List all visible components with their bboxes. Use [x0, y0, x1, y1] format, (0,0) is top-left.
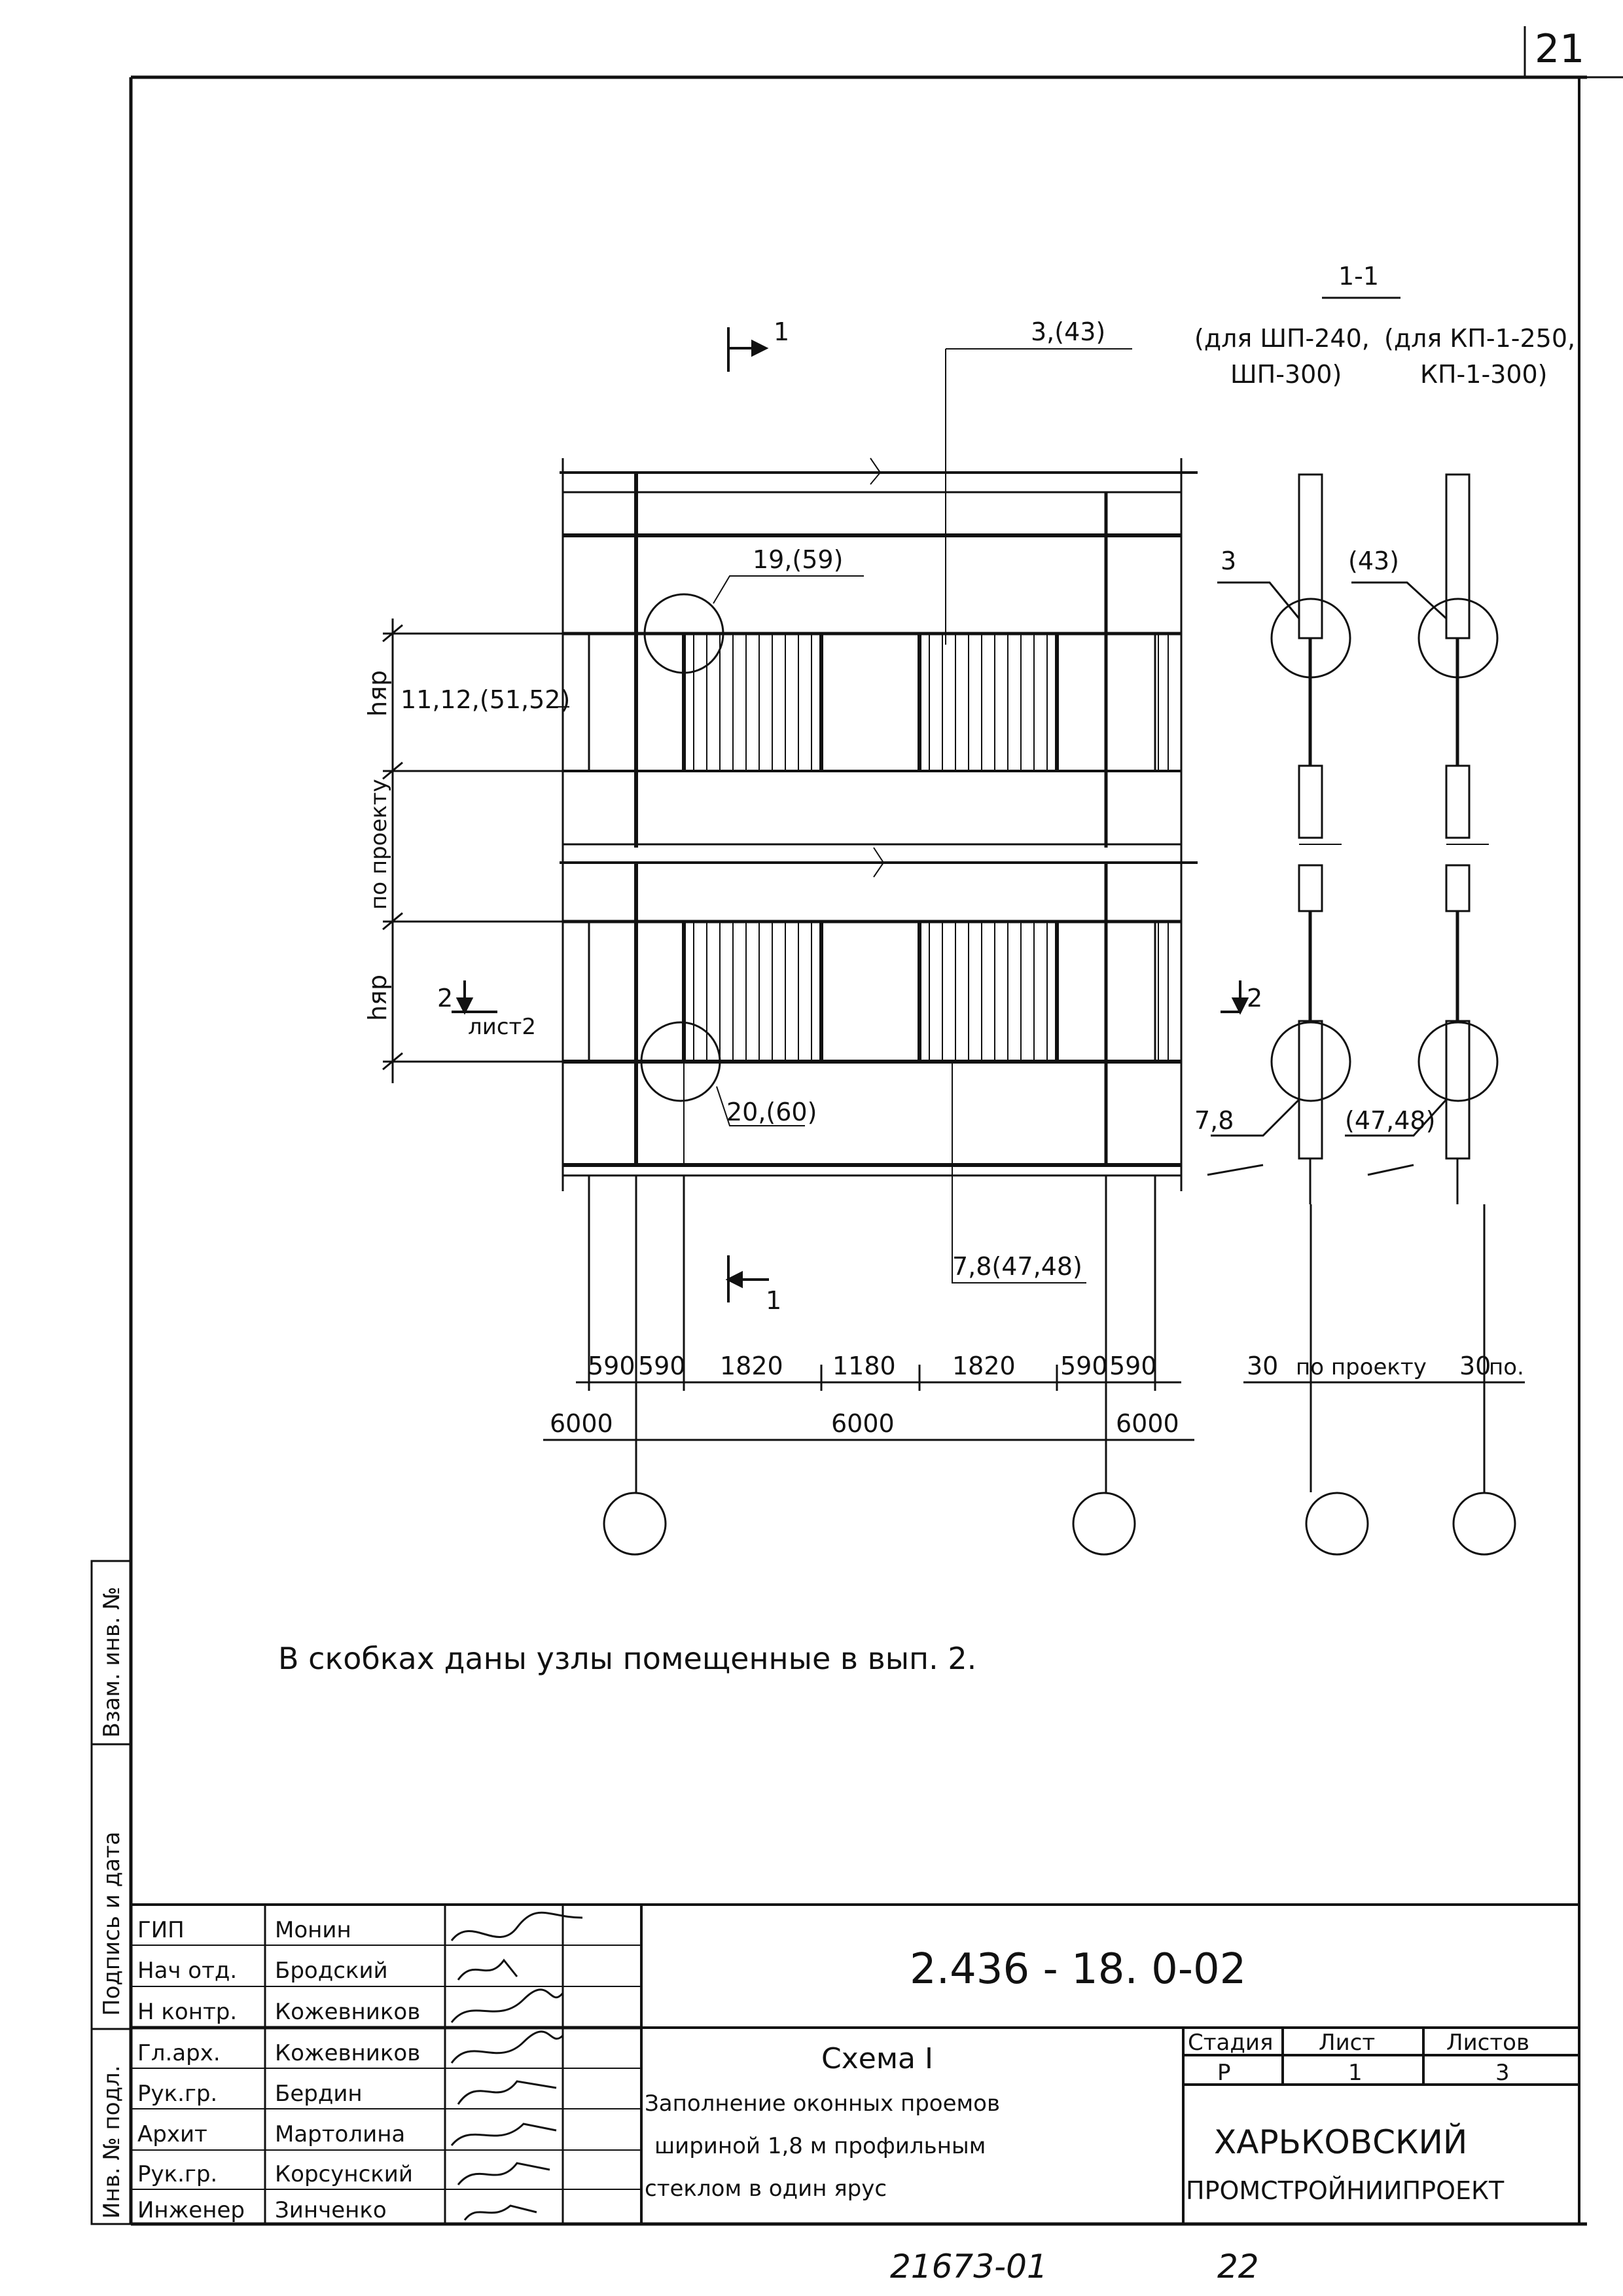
dim-590-1: 590 [588, 1352, 635, 1380]
section-marker-bottom [725, 1255, 769, 1302]
doc-code: 2.436 - 18. 0-02 [910, 1945, 1246, 1994]
staff-role: Архит [137, 2121, 207, 2147]
bottom-code: 21673-01 [890, 2248, 1048, 2286]
org-line2: ПРОМСТРОЙНИИПРОЕКТ [1186, 2176, 1505, 2205]
corner-sheet-number: 21 [1535, 26, 1584, 72]
label-2-list: 2 [437, 984, 453, 1013]
sidebar-podpis: Подпись и дата [99, 1831, 125, 2016]
dim-po: по. [1489, 1354, 1524, 1380]
dim-6000-mid: 6000 [831, 1409, 895, 1438]
leader-lines [553, 348, 1132, 1283]
dim-30-a: 30 [1247, 1352, 1278, 1380]
note-sp-line2: ШП-300) [1230, 360, 1342, 389]
callout-43: (43) [1348, 547, 1399, 575]
callout-7-8-47-48: 7,8(47,48) [952, 1252, 1082, 1281]
callout-19-59: 19,(59) [753, 545, 843, 574]
callout-3-43: 3,(43) [1031, 317, 1105, 346]
dim-6000-right: 6000 [1116, 1409, 1179, 1438]
callout-20-60: 20,(60) [726, 1098, 817, 1126]
sidebar-stamps [90, 1560, 132, 2225]
stage-header: Стадия [1188, 2030, 1273, 2056]
staff-name: Кожевников [275, 2040, 420, 2066]
elevation-grid [560, 457, 1198, 1191]
staff-name: Монин [275, 1917, 351, 1943]
callout-7-8: 7,8 [1194, 1106, 1234, 1135]
axis-bubbles [603, 1492, 1516, 1556]
desc-line1: Заполнение оконных проемов [645, 2090, 1000, 2117]
callout-3: 3 [1221, 547, 1236, 575]
note-sp-line1: (для ШП-240, [1194, 324, 1370, 353]
staff-name: Мартолина [275, 2121, 405, 2147]
sheet-header: Лист [1319, 2030, 1375, 2056]
staff-role: Нач отд. [137, 1958, 237, 1984]
staff-table: ГИП Монин Нач отд. Бродский Н контр. Кож… [137, 1917, 420, 2223]
staff-name: Зинченко [275, 2197, 387, 2223]
glass-hatch [693, 634, 1169, 1062]
staff-role: Н контр. [137, 1999, 237, 2025]
staff-role: Инженер [137, 2197, 245, 2223]
bottom-dimension-lines [543, 1175, 1194, 1492]
section-title: 1-1 [1338, 262, 1379, 291]
dim-1820-2: 1820 [952, 1352, 1016, 1380]
staff-role: Рук.гр. [137, 2081, 217, 2107]
left-dimension [382, 619, 569, 1083]
stage-value: Р [1217, 2060, 1231, 2086]
label-po-proektu-vertical: по проекту [366, 779, 392, 910]
dim-6000-left: 6000 [550, 1409, 613, 1438]
detail-circles-elevation [640, 593, 724, 1102]
label-2-right: 2 [1247, 984, 1262, 1013]
title-block-grid [131, 1903, 1579, 2224]
staff-role: Рук.гр. [137, 2161, 217, 2187]
org-line1: ХАРЬКОВСКИЙ [1214, 2123, 1467, 2161]
staff-name: Корсунский [275, 2161, 413, 2187]
staff-name: Бродский [275, 1958, 388, 1984]
staff-role: ГИП [137, 1917, 185, 1943]
sheets-header: Листов [1446, 2030, 1529, 2056]
dim-po-proektu: по проекту [1296, 1354, 1427, 1380]
dim-590-3: 590 [1060, 1352, 1108, 1380]
label-list2: лист2 [468, 1014, 536, 1040]
staff-name: Кожевников [275, 1999, 420, 2025]
desc-line2: шириной 1,8 м профильным [654, 2133, 986, 2159]
staff-name: Бердин [275, 2081, 363, 2107]
note-kp-line1: (для КП-1-250, [1384, 324, 1575, 353]
staff-role: Гл.арх. [137, 2040, 221, 2066]
signatures [450, 1911, 583, 2221]
section-mark-bottom-label: 1 [766, 1286, 781, 1315]
staff-rows-lines [131, 1945, 641, 2190]
note-kp-line2: КП-1-300) [1420, 360, 1548, 389]
scheme-title: Схема I [821, 2042, 933, 2075]
callout-47-48: (47,48) [1345, 1106, 1435, 1135]
section-mark-top-label: 1 [774, 317, 789, 346]
callout-11-12: 11,12,(51,52) [401, 685, 570, 714]
dim-590-4: 590 [1109, 1352, 1157, 1380]
sheets-value: 3 [1495, 2060, 1510, 2086]
section-cut-left [1207, 473, 1351, 1492]
dim-1180: 1180 [832, 1352, 896, 1380]
label-hyar-bottom: hяр [363, 975, 392, 1021]
section-2-markers [452, 980, 1249, 1015]
dim-1820-1: 1820 [720, 1352, 783, 1380]
dim-30-b: 30 [1459, 1352, 1491, 1380]
sheet-value: 1 [1348, 2060, 1363, 2086]
desc-line3: стеклом в один ярус [645, 2176, 887, 2202]
sidebar-inv-vzam: Взам. инв. № [99, 1587, 125, 1738]
label-hyar-top: hяр [363, 670, 392, 717]
note-text: В скобках даны узлы помещенные в вып. 2. [278, 1641, 976, 1676]
bottom-page: 22 [1217, 2248, 1259, 2286]
section-cut-right [1345, 473, 1499, 1492]
dim-590-2: 590 [638, 1352, 686, 1380]
sidebar-inv-podl: Инв. № подл. [99, 2065, 125, 2219]
section-marker-top [727, 327, 769, 372]
